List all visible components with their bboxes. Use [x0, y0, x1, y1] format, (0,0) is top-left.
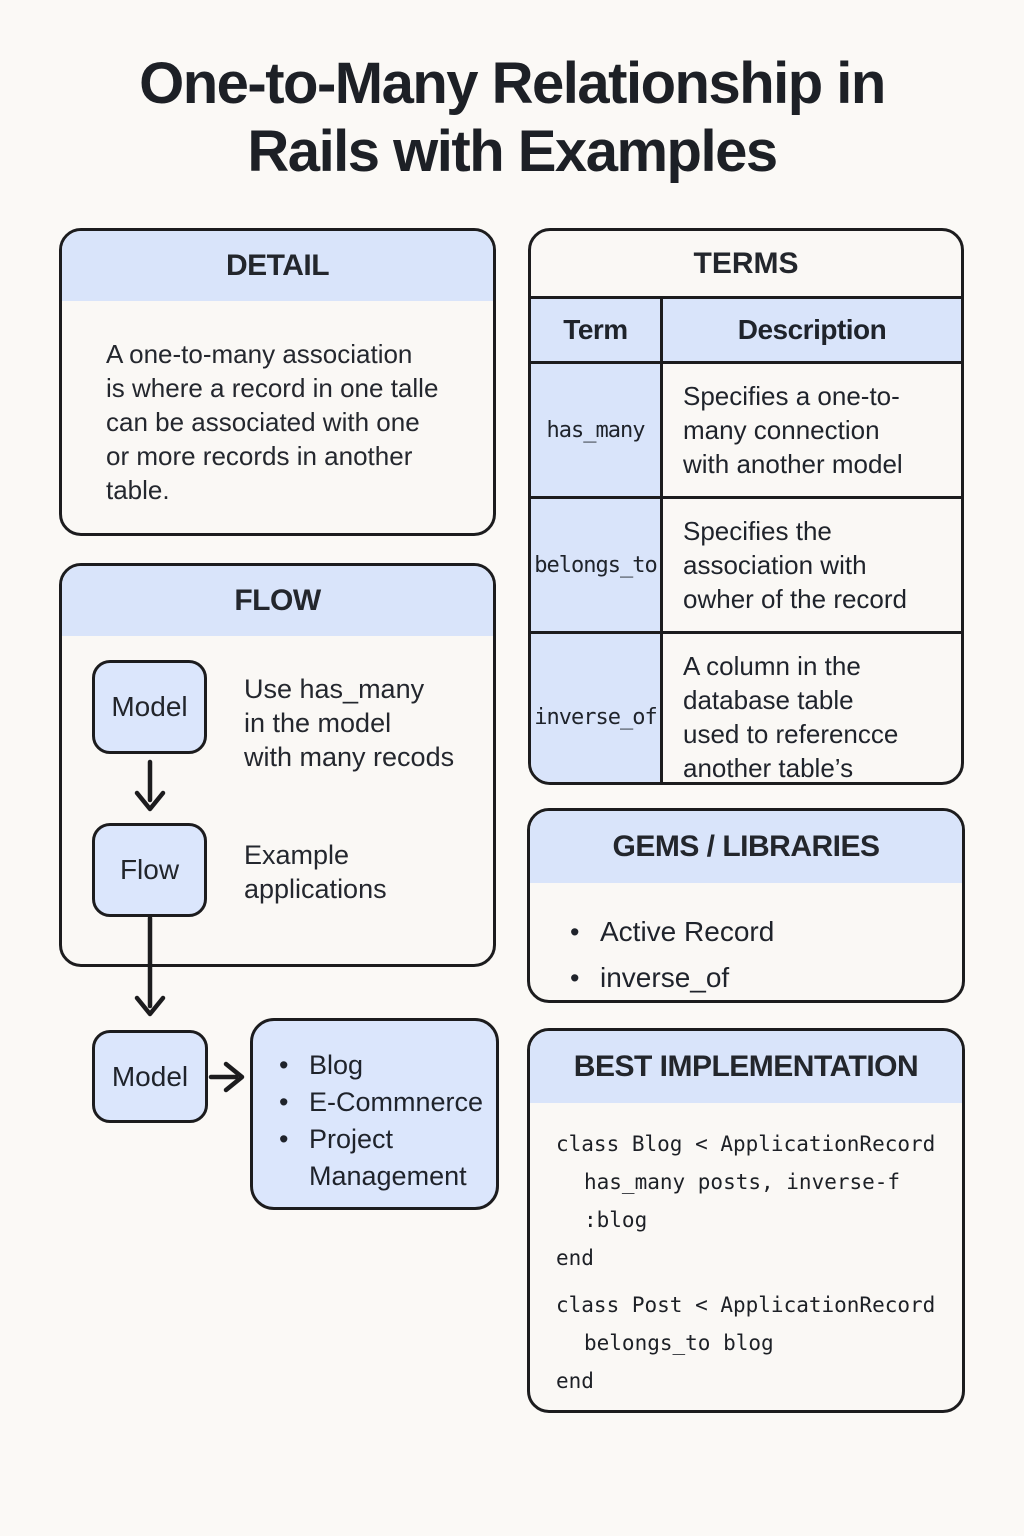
- page-title-line1: One-to-Many Relationship in: [139, 51, 886, 116]
- code-line: end: [556, 1369, 594, 1393]
- list-item: Blog: [279, 1047, 486, 1084]
- code-line: has_many posts, inverse-f: [584, 1170, 901, 1194]
- flow-note-has-many: Use has_many in the model with many reco…: [244, 674, 455, 772]
- term-cell: belongs_to: [531, 499, 663, 631]
- code-line: class Post < ApplicationRecord: [556, 1293, 936, 1317]
- description-cell: Specifies a one-to- many connection with…: [683, 381, 903, 479]
- page-title: One-to-Many Relationship in Rails with E…: [0, 50, 1024, 187]
- example-label: Project Management: [309, 1124, 467, 1191]
- flow-node-model-bottom: Model: [92, 1030, 208, 1123]
- bullet-icon: [279, 1121, 309, 1195]
- list-item: Project Management: [279, 1121, 486, 1195]
- bullet-icon: [570, 955, 600, 1000]
- code-line: belongs_to blog: [584, 1331, 774, 1355]
- bullet-icon: [570, 909, 600, 955]
- gems-libraries-card: GEMS / LIBRARIES Active Record inverse_o…: [527, 808, 965, 1003]
- code-line: end: [556, 1246, 594, 1270]
- description-cell: Specifies the association with owher of …: [683, 516, 908, 614]
- bullet-icon: [279, 1084, 309, 1121]
- code-block: class Blog < ApplicationRecord has_many …: [530, 1103, 962, 1400]
- arrow-down-2-head: [134, 995, 166, 1017]
- terms-column-description: Description: [663, 299, 961, 361]
- arrow-right-1-head: [223, 1061, 245, 1093]
- example-applications-box: Blog E-Commnerce Project Management: [250, 1018, 499, 1210]
- list-item: Active Record: [570, 909, 952, 955]
- terms-column-term: Term: [531, 299, 663, 361]
- term-cell: inverse_of: [531, 634, 663, 782]
- example-label: Blog: [309, 1050, 364, 1080]
- best-implementation-header: BEST IMPLEMENTATION: [530, 1031, 962, 1103]
- code-line: :blog: [584, 1208, 648, 1232]
- detail-header: DETAIL: [62, 231, 493, 301]
- table-row: belongs_to Specifies the association wit…: [531, 499, 961, 634]
- gem-label: inverse_of: [600, 962, 730, 993]
- example-label: E-Commnerce: [309, 1087, 484, 1117]
- description-cell: A column in the database table used to r…: [683, 651, 899, 783]
- best-implementation-card: BEST IMPLEMENTATION class Blog < Applica…: [527, 1028, 965, 1413]
- table-row: has_many Specifies a one-to- many connec…: [531, 364, 961, 499]
- detail-card: DETAIL A one-to-many association is wher…: [59, 228, 496, 536]
- terms-column-header-row: Term Description: [531, 299, 961, 364]
- flow-node-flow: Flow: [92, 823, 207, 917]
- gems-list: Active Record inverse_of: [530, 883, 962, 1000]
- flow-header: FLOW: [62, 566, 493, 636]
- flow-node-model: Model: [92, 660, 207, 754]
- term-cell: has_many: [531, 364, 663, 496]
- code-line: class Blog < ApplicationRecord: [556, 1132, 936, 1156]
- flow-note-examples: Example applications: [244, 840, 387, 904]
- list-item: inverse_of: [570, 955, 952, 1000]
- terms-header: TERMS: [531, 231, 961, 299]
- flow-card: FLOW Model Use has_many in the model wit…: [59, 563, 496, 967]
- detail-body-text: A one-to-many association is where a rec…: [106, 339, 439, 505]
- list-item: E-Commnerce: [279, 1084, 486, 1121]
- page-title-line2: Rails with Examples: [247, 119, 778, 185]
- bullet-icon: [279, 1047, 309, 1084]
- table-row: inverse_of A column in the database tabl…: [531, 634, 961, 783]
- terms-table: TERMS Term Description has_many Specifie…: [528, 228, 964, 785]
- gems-header: GEMS / LIBRARIES: [530, 811, 962, 883]
- gem-label: Active Record: [600, 916, 775, 947]
